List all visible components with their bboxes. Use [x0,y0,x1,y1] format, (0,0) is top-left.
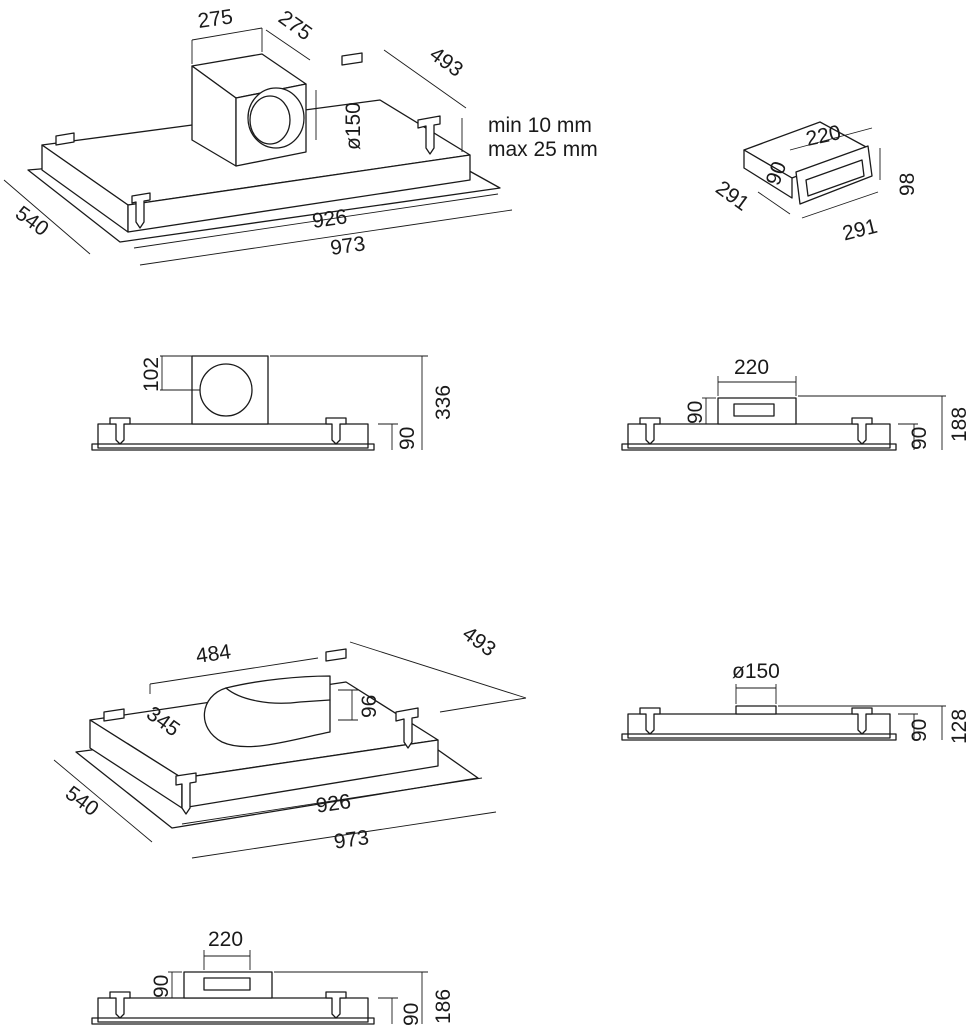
side4-bracket-left [109,991,131,1019]
bracket-front-right [417,115,441,155]
gap-min-label: min 10 mm [488,114,592,137]
iso-rect-adapter-view: 220 90 98 291 291 [711,121,919,245]
side2-opening [733,403,775,417]
side3-bracket-left [639,707,661,735]
side3-outlet [735,705,777,715]
side3-plate [621,733,897,741]
duct-depth-inner-label: 493 [458,622,500,661]
duct-width-outer-label: 973 [333,826,371,854]
depth-inner-label: 493 [425,43,467,82]
duct-bracket-front-left [175,772,197,815]
round-outlet [247,87,305,149]
side4-bracket-right [325,991,347,1019]
side4-opening [203,977,251,991]
side-body-height-label: 90 [396,427,419,450]
side3-bracket-right [851,707,873,735]
side2-bracket-right [851,417,873,445]
side2-adapter [717,397,797,425]
flat-duct [203,675,331,748]
duct-width-inner-label: 926 [315,790,353,818]
side2-body-height-label: 90 [908,427,931,450]
outlet-diameter-label: ø150 [342,102,365,150]
duct-height-label: 96 [358,695,381,718]
adapter-length-label: 291 [840,215,880,246]
hood-body-side [127,154,471,233]
adapter-flange [795,145,873,205]
bracket-back-right [341,52,363,66]
side-chimney-view: 102 336 90 [91,355,455,451]
adapter-opening [805,159,865,197]
adapter-total-height-label: 98 [896,173,919,196]
side2-width-label: 220 [734,356,769,379]
side4-plate [91,1017,375,1025]
side-total-height-label: 336 [432,385,455,420]
side2-plate [621,443,897,451]
duct-bracket-front-right [395,707,419,749]
side-plate [91,443,375,451]
side2-total-height-label: 188 [948,407,971,442]
round-outlet-inner [249,95,291,145]
side-bracket-left [109,417,131,445]
side4-width-label: 220 [208,928,243,951]
adapter-depth-label: 291 [711,176,753,215]
width-inner-label: 926 [311,205,349,233]
iso-hood-chimney-view: 275 275 ø150 493 min 10 mm max 25 mm 926… [3,5,598,266]
side4-body-height-label: 90 [400,1003,423,1026]
side4-total-height-label: 186 [432,989,455,1024]
side3-total-height-label: 128 [948,709,971,744]
width-outer-label: 973 [329,232,367,260]
duct-bracket-back-left [103,708,125,722]
bracket-back-left [55,132,75,146]
duct-depth-outer-label: 540 [61,782,103,821]
side-bracket-right [325,417,347,445]
side2-height-label: 90 [684,401,707,424]
side4-adapter [183,971,273,999]
side3-body-height-label: 90 [908,719,931,742]
iso-flat-duct-view: 484 493 96 345 540 926 973 [53,622,527,859]
gap-max-label: max 25 mm [488,138,598,161]
side4-height-label: 90 [150,975,173,998]
side-flat-rect-view: 220 90 90 186 [91,928,455,1026]
side-round-outlet-view: ø150 90 128 [621,660,971,744]
duct-length-label: 484 [195,640,233,668]
outlet-offset-label: 102 [140,357,163,392]
bracket-front-left [131,192,151,229]
chimney-width-label: 275 [196,5,234,33]
side2-bracket-left [639,417,661,445]
duct-bracket-back-right [325,648,347,662]
side-rect-adapter-view: 220 90 90 188 [621,356,971,451]
depth-outer-label: 540 [11,202,53,241]
side3-diameter-label: ø150 [732,660,780,683]
side-outlet [199,363,253,417]
adapter-front [743,149,793,199]
